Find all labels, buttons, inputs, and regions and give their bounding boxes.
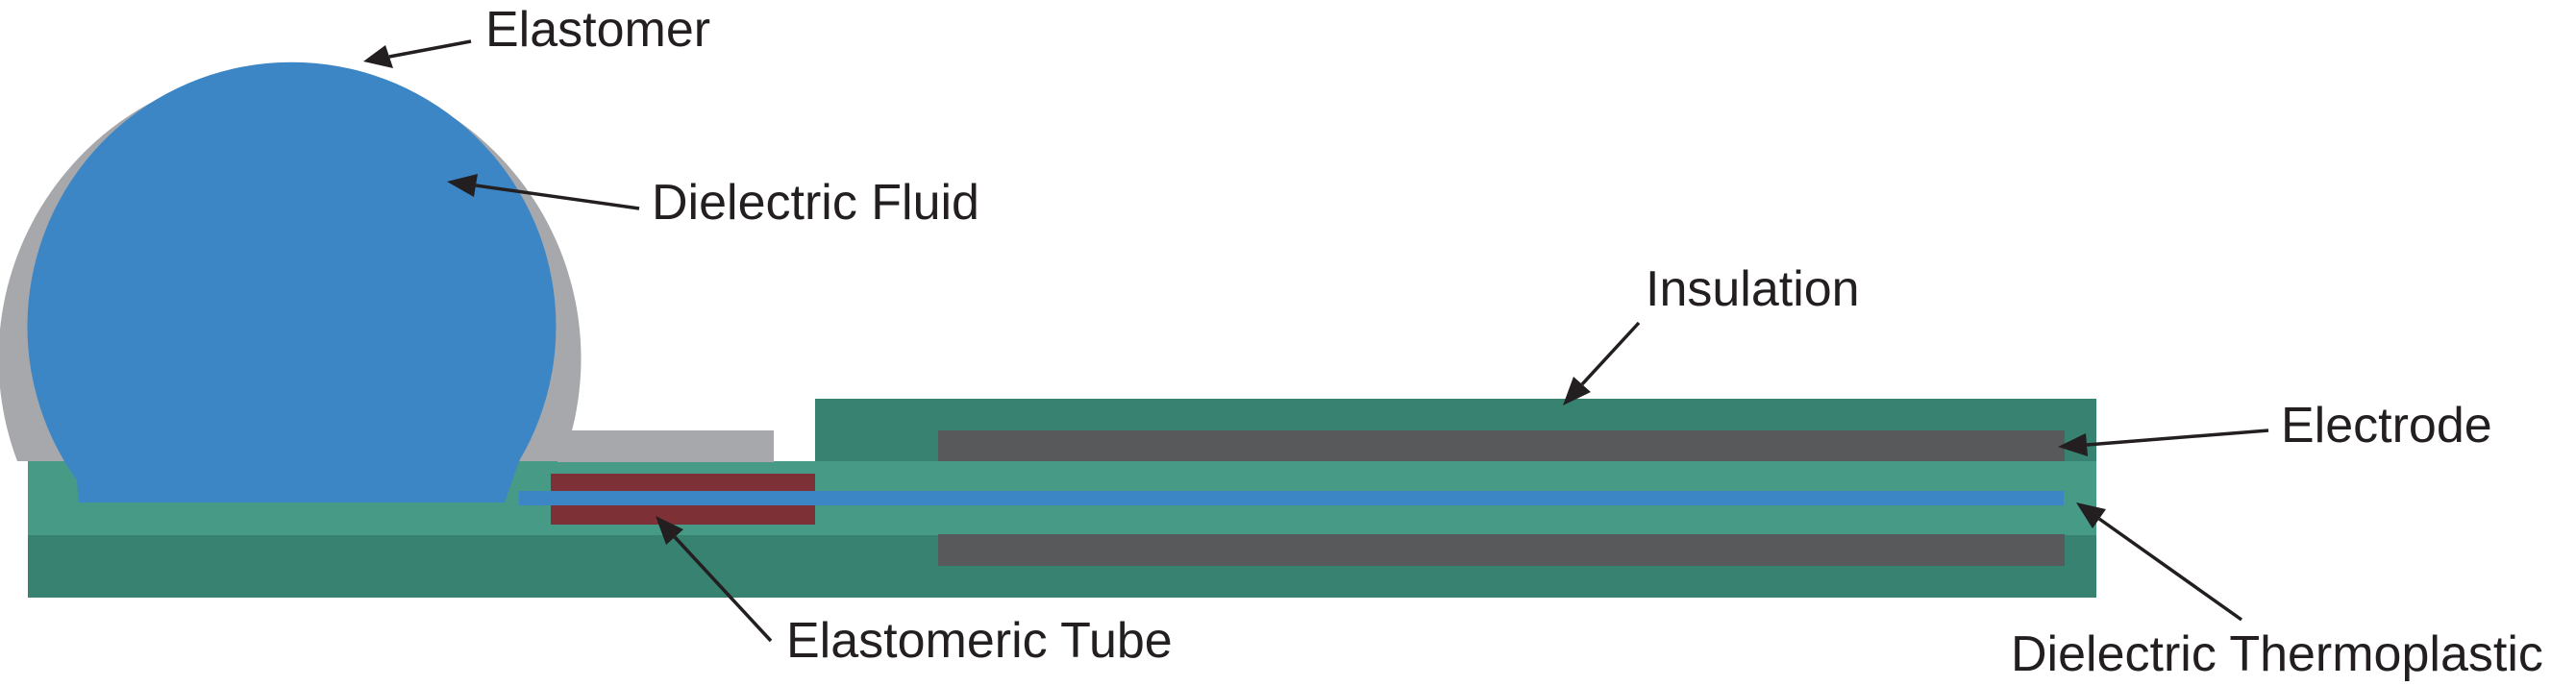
- leader-insulation: [1563, 321, 1641, 405]
- leader-dielectric-fluid: [447, 174, 640, 210]
- label-dielectric-thermoplastic: Dielectric Thermoplastic: [2011, 626, 2543, 682]
- label-electrode: Electrode: [2281, 398, 2492, 453]
- elastomeric-tube-lower-wall: [551, 503, 815, 525]
- elastomeric-tube-upper-wall: [551, 474, 815, 495]
- leader-dielectric-thermoplastic: [2076, 502, 2243, 622]
- label-dielectric-fluid: Dielectric Fluid: [652, 175, 979, 231]
- label-elastomer: Elastomer: [485, 2, 710, 58]
- elastomer-strip: [557, 430, 774, 462]
- leader-elastomeric-tube: [656, 516, 773, 643]
- label-elastomeric-tube: Elastomeric Tube: [786, 613, 1173, 669]
- leader-elastomer: [363, 39, 472, 68]
- electrode-top: [938, 430, 2065, 461]
- label-insulation: Insulation: [1646, 261, 1860, 317]
- electrode-bottom: [938, 534, 2065, 566]
- dielectric-fluid-channel: [519, 491, 2064, 505]
- leader-electrode: [2058, 429, 2269, 456]
- dielectric-fluid-body: [27, 61, 557, 502]
